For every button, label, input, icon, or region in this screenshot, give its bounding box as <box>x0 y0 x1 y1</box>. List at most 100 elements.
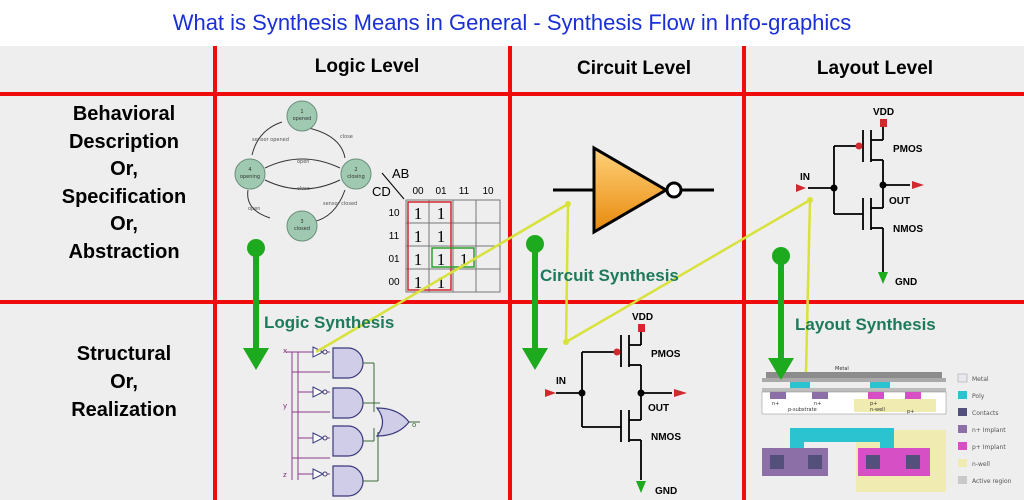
fsm-label: sensor opened <box>252 137 289 143</box>
kmap-ab-label: AB <box>392 166 409 181</box>
ground-icon <box>636 481 646 493</box>
synthesis-arrow-logic <box>243 239 269 370</box>
kmap-row-label: 00 <box>388 277 400 288</box>
input-arrow-icon <box>796 184 806 192</box>
fsm-state-name: opening <box>240 174 260 180</box>
layout-label: Metal <box>835 366 849 372</box>
input-node <box>830 184 838 192</box>
layout-top-view <box>762 428 946 492</box>
kmap-cell: 1 <box>414 227 423 246</box>
kmap-col-label: 01 <box>435 186 447 197</box>
page-title: What is Synthesis Means in General - Syn… <box>173 10 852 35</box>
kmap-cell: 1 <box>414 250 423 269</box>
and-gate <box>332 425 364 457</box>
layout-cross-labels: Metal n+ n+ p+ p+ p-substrate n-well <box>772 366 914 415</box>
row-label: Structural <box>77 343 171 365</box>
output-node <box>637 389 645 397</box>
ground-icon <box>878 272 888 284</box>
kmap-grid <box>405 199 501 293</box>
pmos-gate-bubble <box>613 348 621 356</box>
layout-cross-section: Metal n+ n+ p+ p+ p-substrate n-well <box>761 366 947 415</box>
layout-label: p+ <box>907 409 914 415</box>
layout-synthesis-label: Layout Synthesis <box>795 315 936 334</box>
in-label: IN <box>800 172 810 183</box>
fsm-state-num: 1 <box>300 109 303 115</box>
grid-lines <box>0 46 1024 500</box>
gate-input-label: x <box>283 347 287 355</box>
gate-input-labels: x y z <box>283 347 287 479</box>
cmos-top-labels: VDD PMOS IN OUT NMOS GND <box>800 107 923 288</box>
fsm-state-4: 4 opening <box>234 158 266 190</box>
pmos-label: PMOS <box>893 144 923 155</box>
legend-label: n-well <box>972 461 990 468</box>
kmap-col-labels: 00 01 11 10 <box>412 186 494 197</box>
output-arrow-icon <box>674 389 687 397</box>
cmos-schematic-top <box>808 119 910 272</box>
fsm-state-num: 4 <box>248 167 251 173</box>
layout-label: n-well <box>870 407 885 413</box>
output-node <box>879 181 887 189</box>
kmap-cells: 1 1 1 1 1 1 1 1 1 <box>414 204 469 292</box>
inverter-symbol <box>553 145 714 235</box>
legend-label: n+ Implant <box>972 427 1006 434</box>
kmap-cell: 1 <box>414 204 423 223</box>
column-header-logic: Logic Level <box>315 56 420 77</box>
fsm-diagram: close sensor opened open close sensor cl… <box>234 100 372 242</box>
karnaugh-map: AB CD 00 01 11 10 10 11 01 00 1 1 1 <box>372 166 501 293</box>
fsm-state-name: closed <box>294 226 310 232</box>
layout-label: p-substrate <box>788 407 817 413</box>
out-label: OUT <box>889 196 910 207</box>
kmap-row-label: 11 <box>389 231 400 242</box>
fsm-label: close <box>340 134 353 140</box>
fsm-label: close <box>297 186 310 192</box>
nmos-label: NMOS <box>893 224 923 235</box>
legend-label: p+ Implant <box>972 444 1006 451</box>
kmap-col-label: 00 <box>412 186 424 197</box>
fsm-state-num: 3 <box>300 219 303 225</box>
kmap-group-green <box>431 247 475 268</box>
fsm-state-1: 1 opened <box>286 100 318 132</box>
kmap-cell: 1 <box>437 204 446 223</box>
or-gate <box>375 407 410 437</box>
kmap-cell: 1 <box>437 250 446 269</box>
fsm-state-2: 2 closing <box>340 158 372 190</box>
column-header-layout: Layout Level <box>817 58 933 79</box>
input-node <box>578 389 586 397</box>
fsm-state-name: closing <box>347 174 365 180</box>
layout-legend: Metal Poly Contacts n+ Implant p+ Implan… <box>957 373 1012 485</box>
layout-label: p+ <box>870 401 877 407</box>
and-gate <box>332 387 364 419</box>
and-gate <box>332 465 364 497</box>
synthesis-arrow-layout <box>768 247 794 380</box>
gate-output-label: o <box>412 421 416 429</box>
synthesis-arrow-circuit <box>522 235 548 370</box>
kmap-row-labels: 10 11 01 00 <box>388 208 400 288</box>
kmap-cell: 1 <box>437 227 446 246</box>
kmap-col-label: 11 <box>459 186 470 197</box>
in-label: IN <box>556 376 566 387</box>
kmap-row-label: 01 <box>388 254 400 265</box>
kmap-row-label: 10 <box>388 208 400 219</box>
and-gate <box>332 347 364 379</box>
fsm-label: sensor closed <box>323 201 357 207</box>
kmap-cell: 1 <box>460 250 469 269</box>
row-label: Or, <box>110 371 138 393</box>
legend-label: Metal <box>972 376 989 383</box>
gate-input-label: z <box>283 471 287 479</box>
layout-label: n+ <box>814 401 821 407</box>
legend-label: Active region <box>972 478 1012 485</box>
kmap-col-label: 10 <box>482 186 494 197</box>
title-bar <box>0 0 1024 46</box>
flow-line-nodes <box>563 197 813 345</box>
input-arrow-icon <box>545 389 556 397</box>
fsm-state-3: 3 closed <box>286 210 318 242</box>
kmap-group-red <box>407 201 452 291</box>
row-label: Abstraction <box>68 241 179 263</box>
vdd-label: VDD <box>632 312 653 323</box>
row-label: Specification <box>62 186 186 208</box>
vdd-label: VDD <box>873 107 894 118</box>
out-label: OUT <box>648 403 669 414</box>
legend-label: Contacts <box>972 410 998 417</box>
